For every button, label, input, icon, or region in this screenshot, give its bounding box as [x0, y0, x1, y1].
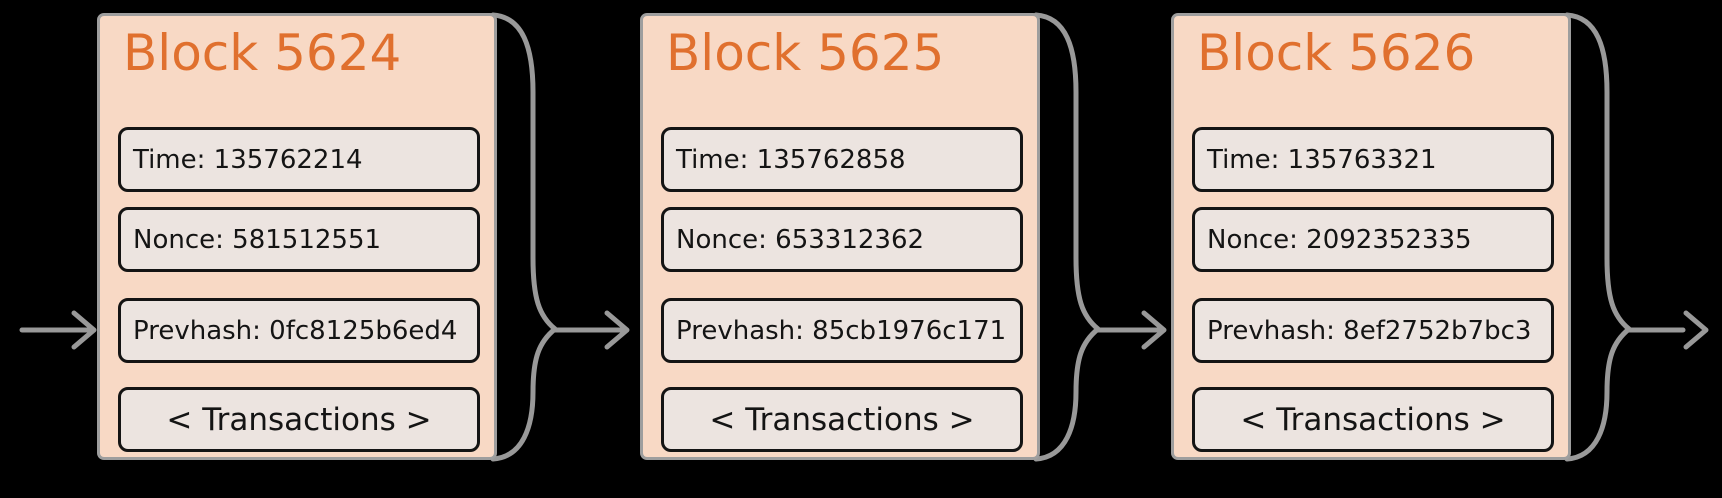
outgoing-arrow-head [1683, 310, 1709, 350]
brace-block-1 [490, 12, 558, 462]
transactions-label: < Transactions > [1240, 401, 1506, 438]
transactions-button[interactable]: < Transactions > [118, 387, 480, 452]
brace-block-3 [1564, 12, 1632, 462]
prevhash-field: Prevhash: 85cb1976c171 [661, 298, 1023, 363]
prevhash-text: Prevhash: 8ef2752b7bc3 [1207, 315, 1532, 346]
block-title: Block 5624 [123, 24, 402, 82]
time-field: Time: 135762858 [661, 127, 1023, 192]
nonce-text: Nonce: 2092352335 [1207, 224, 1472, 255]
prevhash-text: Prevhash: 85cb1976c171 [676, 315, 1007, 346]
transactions-label: < Transactions > [709, 401, 975, 438]
nonce-text: Nonce: 653312362 [676, 224, 925, 255]
nonce-text: Nonce: 581512551 [133, 224, 382, 255]
arrow-block-1-to-2-head [604, 310, 630, 350]
time-field: Time: 135762214 [118, 127, 480, 192]
block-title: Block 5626 [1197, 24, 1476, 82]
prevhash-field: Prevhash: 8ef2752b7bc3 [1192, 298, 1554, 363]
block-5625: Block 5625 Time: 135762858 Nonce: 653312… [640, 13, 1040, 460]
transactions-button[interactable]: < Transactions > [661, 387, 1023, 452]
nonce-field: Nonce: 2092352335 [1192, 207, 1554, 272]
brace-block-2 [1033, 12, 1101, 462]
arrow-block-2-to-3-head [1141, 310, 1167, 350]
time-text: Time: 135762858 [676, 144, 906, 175]
transactions-button[interactable]: < Transactions > [1192, 387, 1554, 452]
prevhash-field: Prevhash: 0fc8125b6ed4 [118, 298, 480, 363]
prevhash-text: Prevhash: 0fc8125b6ed4 [133, 315, 458, 346]
incoming-arrow-head [71, 310, 97, 350]
time-text: Time: 135762214 [133, 144, 363, 175]
transactions-label: < Transactions > [166, 401, 432, 438]
block-title: Block 5625 [666, 24, 945, 82]
time-field: Time: 135763321 [1192, 127, 1554, 192]
block-5624: Block 5624 Time: 135762214 Nonce: 581512… [97, 13, 497, 460]
nonce-field: Nonce: 581512551 [118, 207, 480, 272]
nonce-field: Nonce: 653312362 [661, 207, 1023, 272]
time-text: Time: 135763321 [1207, 144, 1437, 175]
block-5626: Block 5626 Time: 135763321 Nonce: 209235… [1171, 13, 1571, 460]
